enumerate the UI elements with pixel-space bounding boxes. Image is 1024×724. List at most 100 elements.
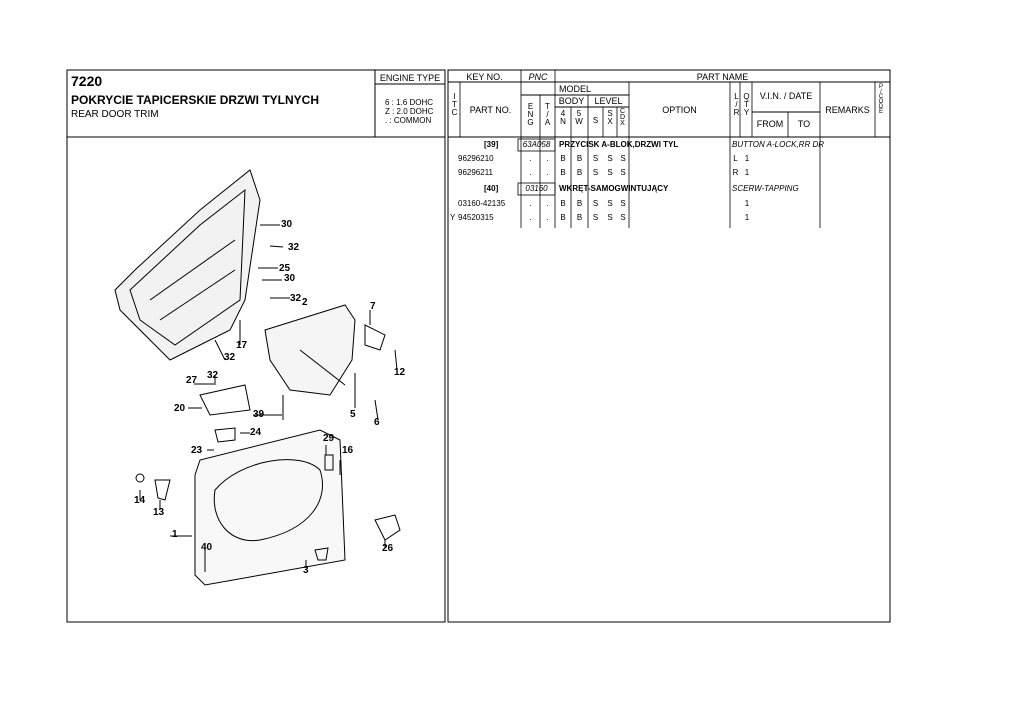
pnc: 03160 <box>525 184 548 193</box>
col-level-s: S <box>592 116 599 125</box>
cell-eng: . <box>529 199 532 208</box>
cell-ta: . <box>546 154 549 163</box>
part-name-pl: PRZYCISK A-BLOK,DRZWI TYL <box>559 140 679 149</box>
callout-number[interactable]: 24 <box>250 427 262 438</box>
cell-lr: L <box>733 154 738 163</box>
cell-ta: . <box>546 199 549 208</box>
cell-ta: . <box>546 168 549 177</box>
callout-number[interactable]: 6 <box>374 417 380 428</box>
cell-part-no: 94520315 <box>458 213 494 222</box>
callout-number[interactable]: 40 <box>201 542 213 553</box>
col-body-4n: 4 N <box>560 109 566 126</box>
cell-s: S <box>592 154 599 163</box>
callout-number[interactable]: 12 <box>394 367 406 378</box>
callout-number[interactable]: 27 <box>186 375 198 386</box>
callout-number[interactable]: 29 <box>323 433 335 444</box>
col-level-cdx: CDX <box>619 108 626 126</box>
callout-number[interactable]: 1 <box>172 529 178 540</box>
cell-sx: S <box>607 168 613 177</box>
callout-number[interactable]: 32 <box>288 242 300 253</box>
col-level: LEVEL <box>594 96 623 106</box>
callout-number[interactable]: 26 <box>382 543 394 554</box>
cell-cdx: S <box>620 168 626 177</box>
cell-w5: B <box>576 168 583 177</box>
callout-number[interactable]: 3 <box>303 565 309 576</box>
cell-n4: B <box>560 199 566 208</box>
callout-number[interactable]: 32 <box>224 352 236 363</box>
engine-type-z: Z : 2.0 DOHC <box>385 107 434 116</box>
callout-number[interactable]: 23 <box>191 445 203 456</box>
col-vin-date: V.I.N. / DATE <box>759 91 813 101</box>
cell-sx: S <box>607 199 613 208</box>
cell-sx: S <box>607 213 613 222</box>
callout-number[interactable]: 32 <box>207 370 219 381</box>
cell-cdx: S <box>620 154 626 163</box>
cell-qty: 1 <box>744 199 750 208</box>
col-itc: ITC <box>450 92 459 116</box>
callout-number[interactable]: 39 <box>253 409 265 420</box>
callout-number[interactable]: 16 <box>342 445 354 456</box>
cell-eng: . <box>529 213 532 222</box>
col-model: MODEL <box>558 84 591 94</box>
col-ta: T/A <box>543 102 552 126</box>
callout-number[interactable]: 32 <box>290 293 302 304</box>
cell-qty: 1 <box>744 168 750 177</box>
col-part-no: PART NO. <box>469 105 512 115</box>
callout-number[interactable]: 17 <box>236 340 248 351</box>
cell-part-no: 96296211 <box>458 168 493 177</box>
pnc: 63A058 <box>522 140 551 149</box>
callout-number[interactable]: 30 <box>281 219 293 230</box>
col-qty: QTY <box>742 92 751 116</box>
col-to: TO <box>797 119 811 129</box>
engine-type-6: 6 : 1.6 DOHC <box>385 98 434 107</box>
col-option: OPTION <box>662 105 697 115</box>
part-name-en: SCERW-TAPPING <box>732 184 799 193</box>
door-diagram <box>114 169 401 586</box>
cell-s: S <box>592 213 599 222</box>
col-pnc: PNC <box>528 72 548 82</box>
key-no: [39] <box>484 140 499 149</box>
title-english: REAR DOOR TRIM <box>71 109 159 120</box>
key-no: [40] <box>484 184 499 193</box>
cell-n4: B <box>560 154 566 163</box>
cell-cdx: S <box>620 199 626 208</box>
cell-eng: . <box>529 154 532 163</box>
callout-number[interactable]: 30 <box>284 273 296 284</box>
cell-s: S <box>592 199 599 208</box>
cell-w5: B <box>576 199 583 208</box>
cell-sx: S <box>607 154 613 163</box>
cell-ta: . <box>546 213 549 222</box>
col-key-no: KEY NO. <box>466 72 503 82</box>
cell-n4: B <box>560 168 566 177</box>
cell-s: S <box>592 168 599 177</box>
col-level-sx: S X <box>607 109 613 126</box>
part-name-pl: WKRĘT-SAMOGWINTUJĄCY <box>559 184 669 193</box>
cell-qty: 1 <box>744 154 750 163</box>
group-code: 7220 <box>71 73 103 89</box>
cell-w5: B <box>576 154 583 163</box>
col-from: FROM <box>756 119 784 129</box>
part-name-en: BUTTON A-LOCK,RR DR <box>732 140 825 149</box>
callout-number[interactable]: 2 <box>302 297 308 308</box>
title-polish: POKRYCIE TAPICERSKIE DRZWI TYLNYCH <box>71 93 320 107</box>
callout-number[interactable]: 5 <box>350 409 356 420</box>
col-body-5w: 5 W <box>575 109 583 126</box>
col-eng: ENG <box>526 102 535 126</box>
callout-number[interactable]: 14 <box>134 495 146 506</box>
callout-number[interactable]: 25 <box>279 263 291 274</box>
callout-number[interactable]: 13 <box>153 507 165 518</box>
callout-number[interactable]: 20 <box>174 403 186 414</box>
engine-type-label: ENGINE TYPE <box>379 73 441 83</box>
callout-number[interactable]: 7 <box>370 301 376 312</box>
cell-qty: 1 <box>744 213 750 222</box>
cell-part-no: 03160-42135 <box>458 199 506 208</box>
col-remarks: REMARKS <box>825 105 870 115</box>
col-lr: L/R <box>732 92 741 116</box>
col-part-name: PART NAME <box>696 72 749 82</box>
cell-cdx: S <box>620 213 626 222</box>
cell-part-no: 96296210 <box>458 154 494 163</box>
cell-itc: Y <box>450 213 456 222</box>
cell-n4: B <box>560 213 566 222</box>
col-body: BODY <box>558 96 585 106</box>
